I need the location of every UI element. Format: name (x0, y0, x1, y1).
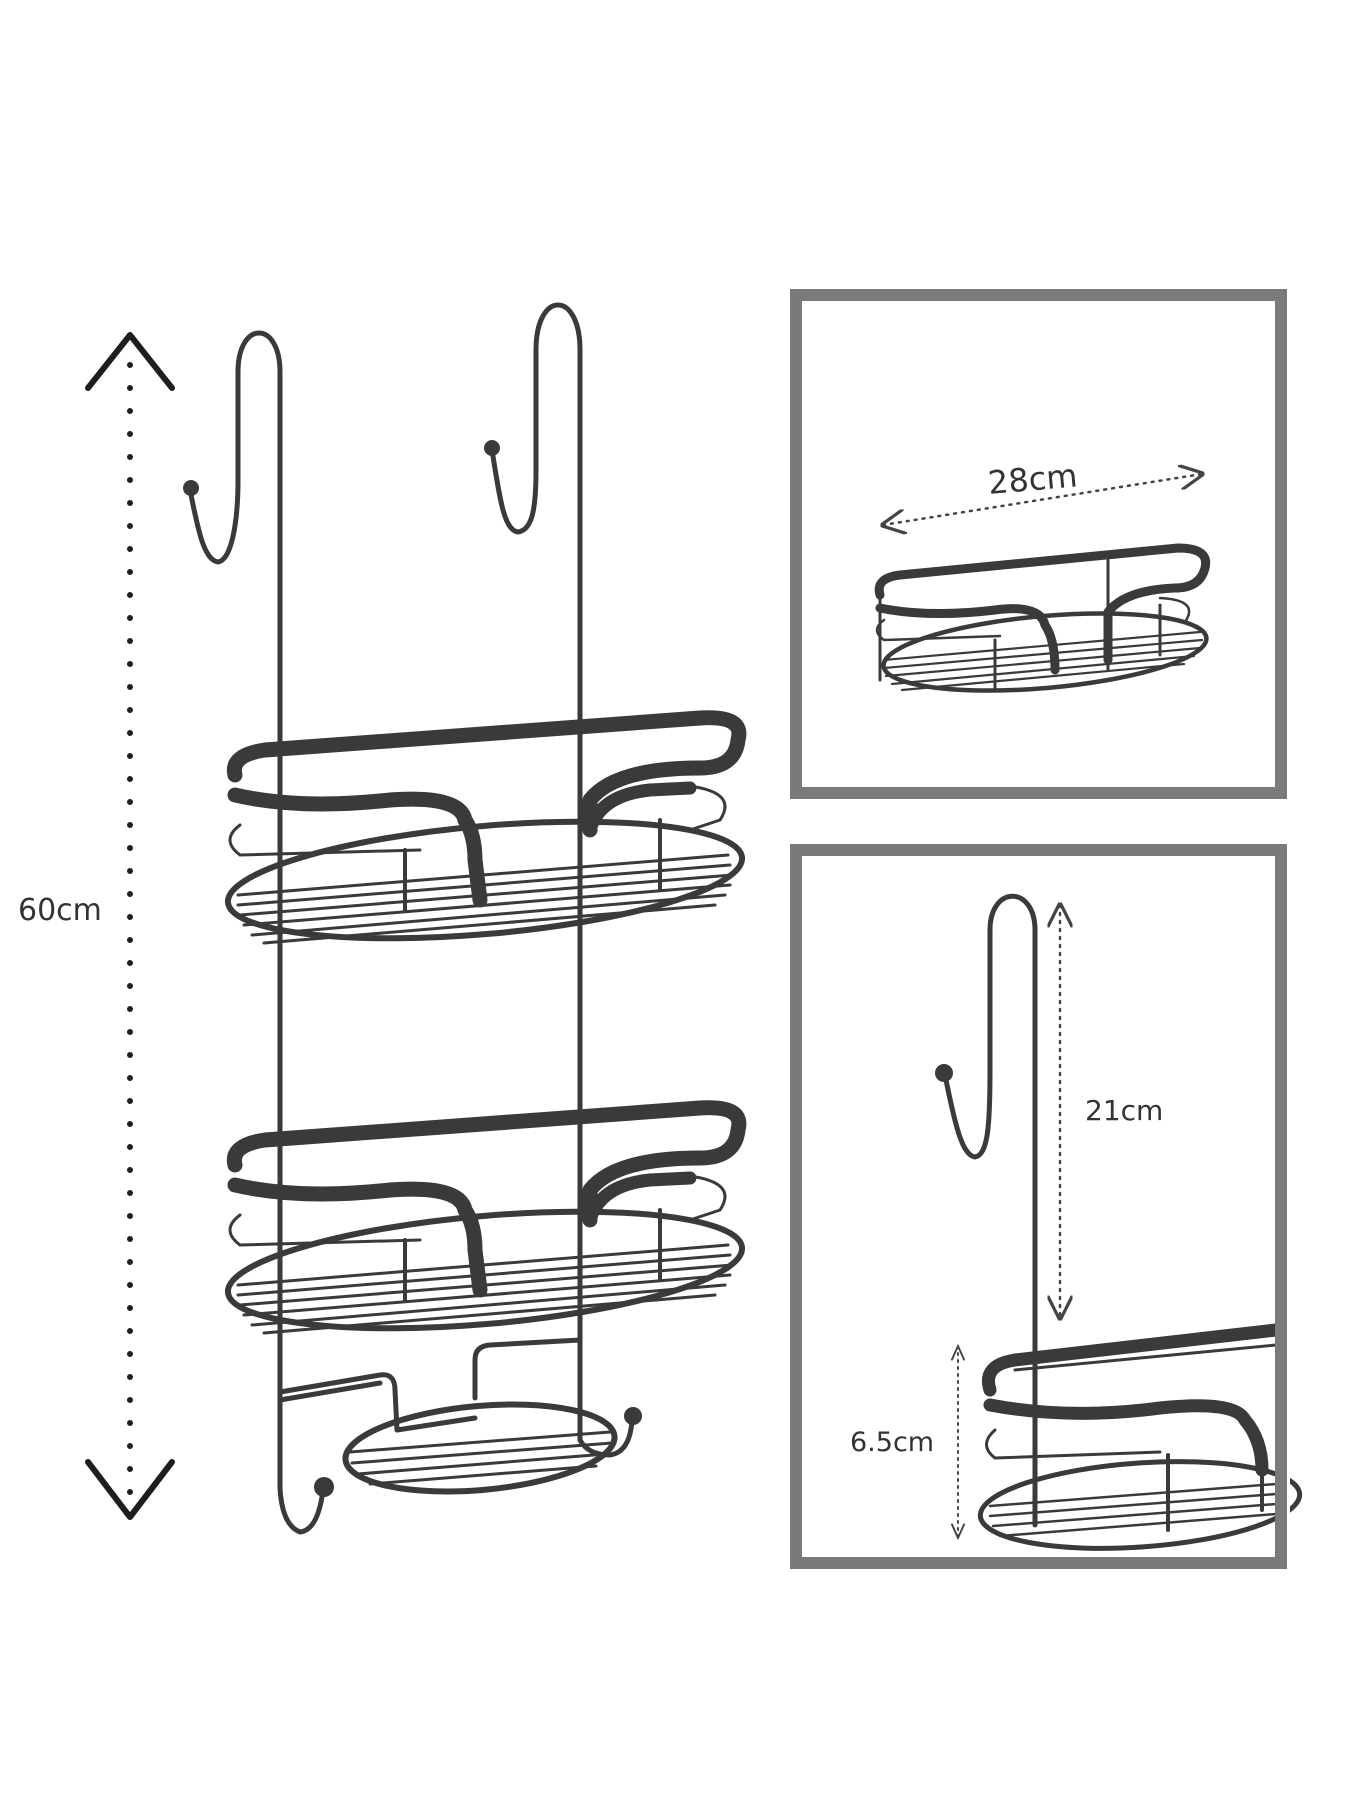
total-height-label: 60cm (18, 893, 102, 928)
hook-panel-basket (935, 893, 1303, 1551)
top-chevron-icon (85, 332, 175, 391)
width-panel-frame (790, 289, 1287, 799)
width-dimension-arrow (883, 474, 1202, 525)
left-hook-ball-icon (183, 480, 199, 496)
upper-basket (224, 710, 747, 945)
hook-panel-frame (790, 844, 1287, 1569)
shower-caddy (183, 302, 747, 1535)
width-label: 28cm (986, 456, 1078, 502)
left-hanger-hook (187, 330, 283, 1491)
bottom-chevron-icon (85, 1459, 175, 1520)
depth-label: 6.5cm (850, 1427, 934, 1458)
middle-basket (224, 1100, 747, 1335)
hook-detail-panel: 21cm 6.5cm (790, 844, 1303, 1569)
soap-dish (277, 1337, 642, 1535)
total-height-dimension: 60cm (16, 332, 175, 1520)
width-detail-panel: 28cm (790, 289, 1287, 799)
width-panel-basket (874, 543, 1211, 693)
left-bottom-hook-ball-icon (314, 1477, 334, 1497)
hook-height-label: 21cm (1085, 1094, 1163, 1127)
right-hanger-hook (489, 302, 583, 1443)
right-bottom-hook-ball-icon (624, 1407, 642, 1425)
detail-hook-ball-icon (935, 1064, 953, 1082)
right-hook-ball-icon (484, 440, 500, 456)
